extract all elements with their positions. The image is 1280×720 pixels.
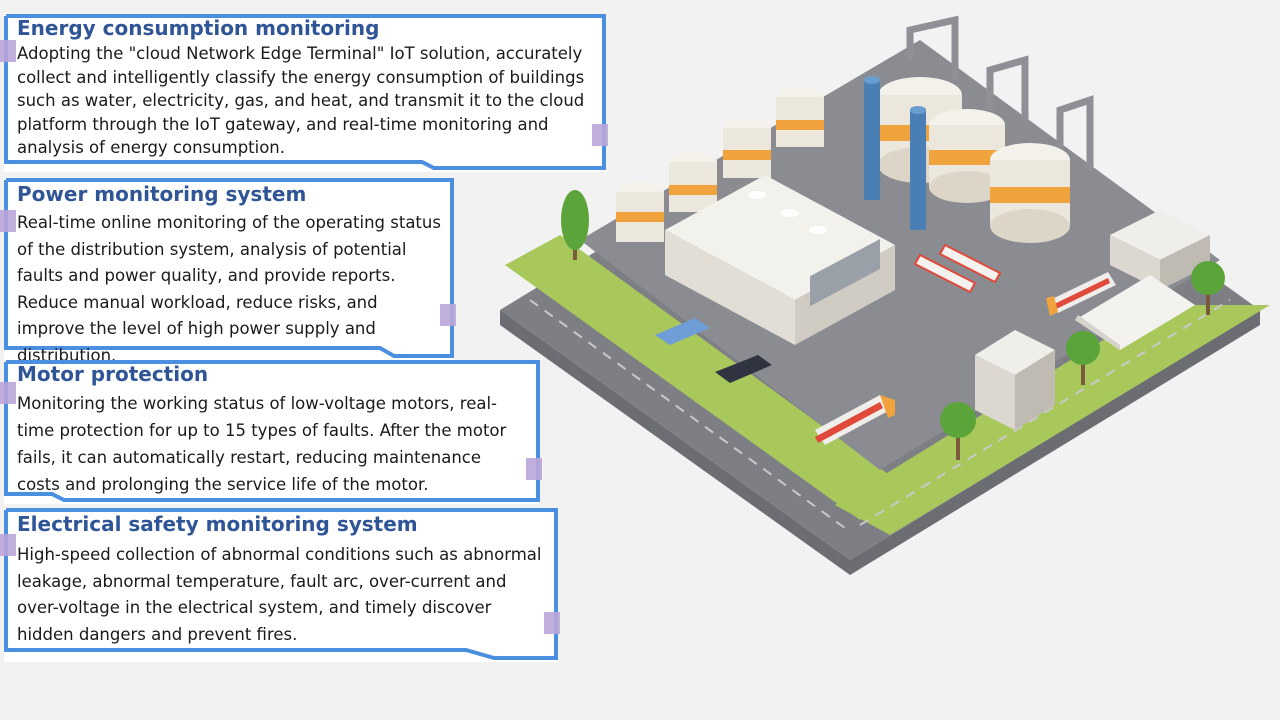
card-electrical-safety: Electrical safety monitoring system High…	[0, 508, 560, 662]
pipe-rack	[906, 15, 1094, 170]
card-tab-marker	[526, 458, 542, 480]
tree-icon	[1066, 331, 1100, 385]
car-icon	[715, 355, 772, 383]
small-tank	[616, 182, 664, 242]
warehouse	[1075, 275, 1195, 350]
small-tank	[669, 152, 717, 212]
card-text: High-speed collection of abnormal condit…	[17, 545, 542, 644]
card-tab-marker	[0, 534, 16, 556]
car-icon	[655, 318, 710, 345]
card-power-monitoring: Power monitoring system Real-time online…	[0, 178, 456, 365]
small-tank	[776, 87, 824, 147]
chimney	[864, 80, 880, 200]
tree-icon	[561, 190, 589, 260]
card-tab-marker	[544, 612, 560, 634]
gas-cylinders	[913, 243, 1002, 294]
tree-icon	[940, 402, 976, 460]
grass-strip	[505, 235, 910, 520]
tanker-truck	[1046, 272, 1116, 316]
card-tab-marker	[0, 210, 16, 232]
card-tab-marker	[0, 382, 16, 404]
storage-tank	[990, 143, 1070, 243]
card-title: Power monitoring system	[17, 182, 307, 206]
grass-strip	[835, 305, 1270, 535]
storage-tank	[929, 109, 1005, 203]
small-tank	[723, 118, 771, 178]
card-energy-consumption: Energy consumption monitoring Adopting t…	[0, 14, 608, 172]
card-title: Motor protection	[17, 362, 209, 386]
chimney	[910, 110, 926, 230]
office-building	[1110, 210, 1210, 290]
tanker-truck	[815, 395, 895, 445]
card-tab-marker	[440, 304, 456, 326]
card-tab-marker	[592, 124, 608, 146]
card-tab-marker	[0, 40, 16, 62]
card-text: Real-time online monitoring of the opera…	[17, 213, 441, 365]
tree-icon	[1191, 261, 1225, 315]
card-text: Monitoring the working status of low-vol…	[17, 394, 507, 494]
office-building	[975, 330, 1055, 430]
factory-building	[665, 175, 895, 345]
factory-illustration	[500, 15, 1270, 575]
card-title: Energy consumption monitoring	[17, 16, 380, 40]
card-title: Electrical safety monitoring system	[17, 512, 418, 536]
card-text: Adopting the "cloud Network Edge Termina…	[17, 44, 585, 157]
